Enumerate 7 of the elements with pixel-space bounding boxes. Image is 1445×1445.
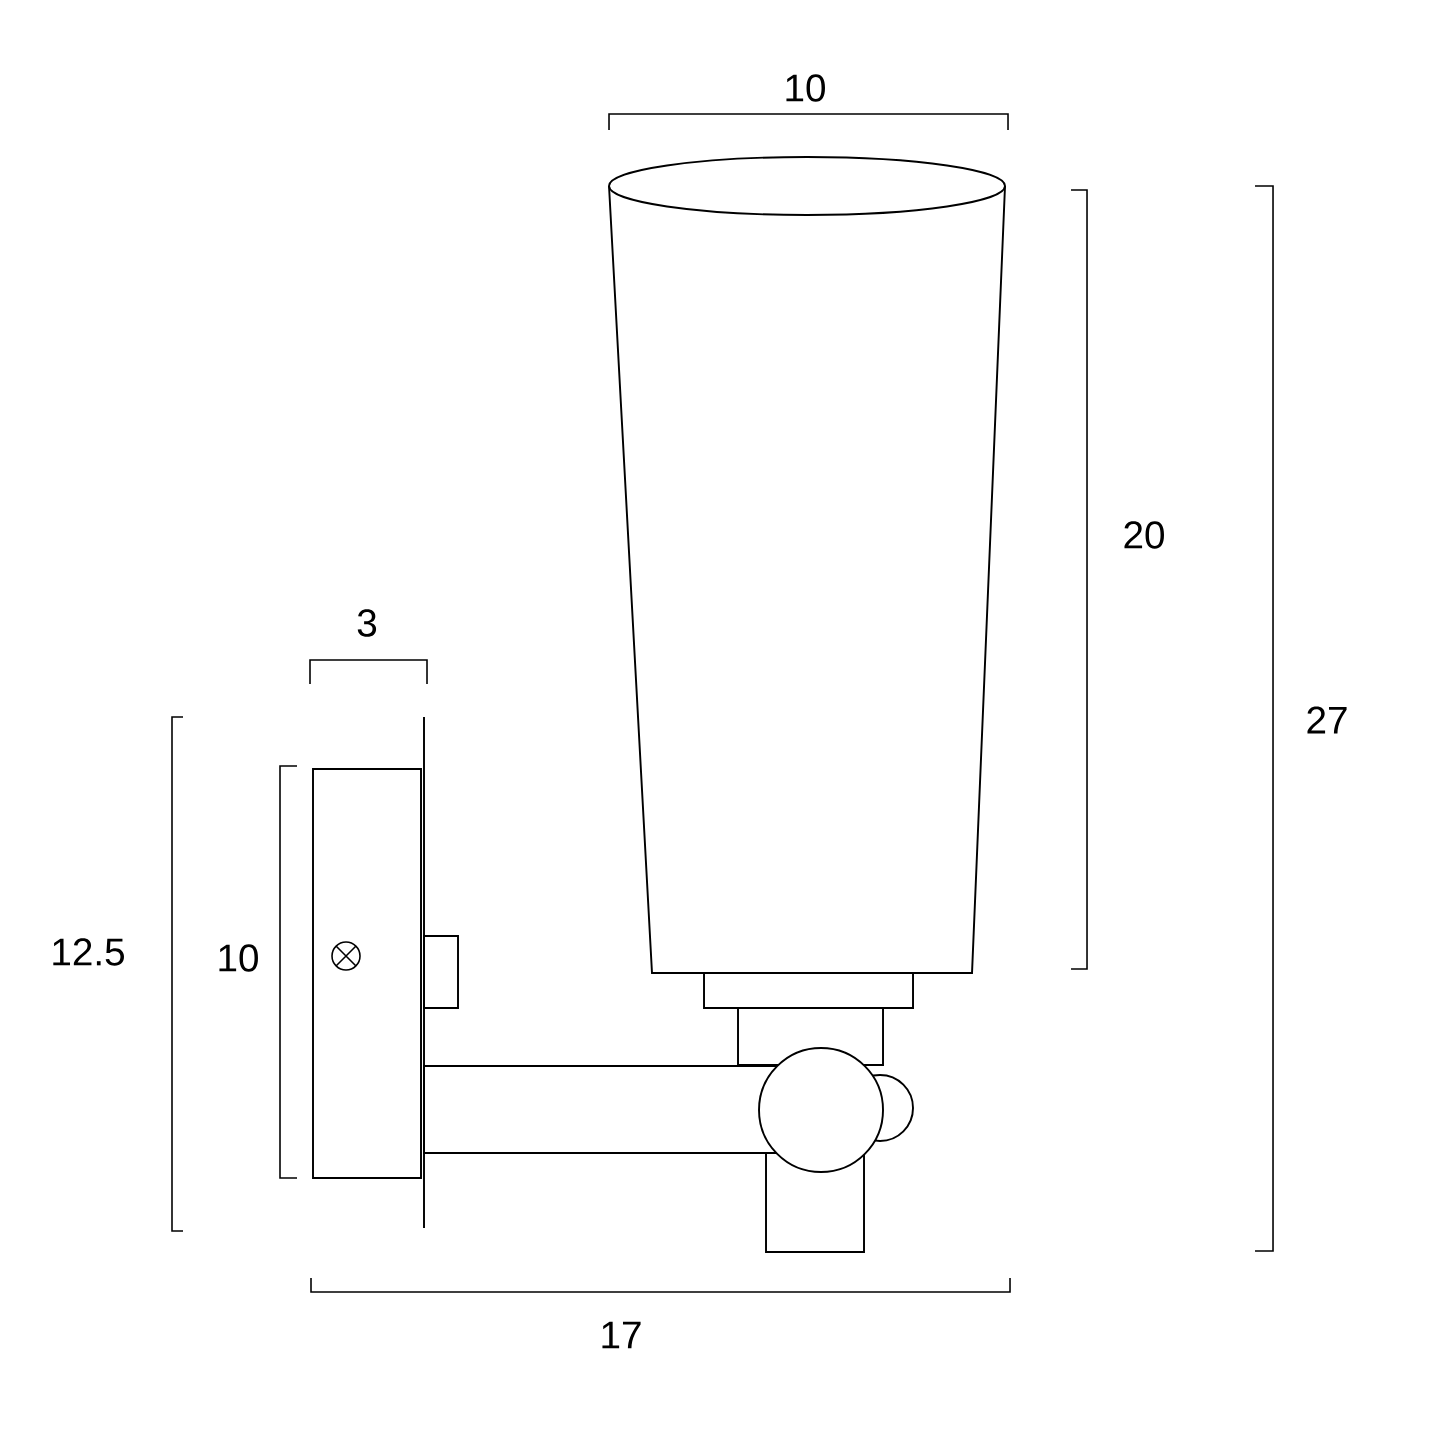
dimension-label: 10 [219, 944, 258, 972]
dimension-label: 10 [786, 74, 825, 102]
dimension-label: 17 [602, 1321, 641, 1349]
dimension-label: 12.5 [53, 938, 124, 966]
dimension-label: 3 [357, 609, 377, 637]
dimension-label: 20 [1124, 521, 1164, 549]
dimension-label: 27 [1307, 706, 1347, 734]
